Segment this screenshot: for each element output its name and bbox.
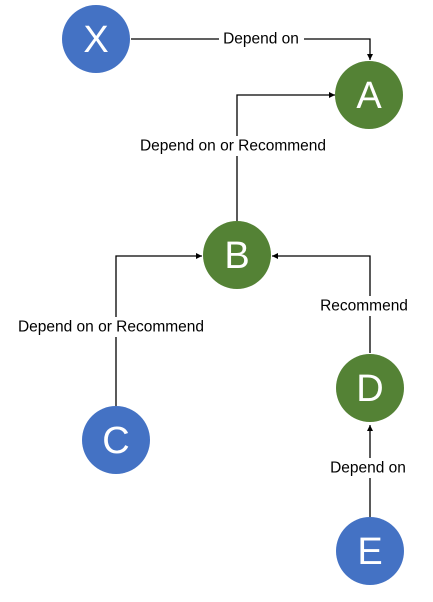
- edge-x-to-a-line: [131, 38, 373, 60]
- edge-b-to-a-line: [236, 92, 335, 221]
- node-e-label: E: [357, 531, 382, 573]
- edge-c-to-b-label-bg: [7, 317, 215, 337]
- edge-d-to-b-label: Recommend: [320, 298, 408, 315]
- edge-e-to-d-label-bg: [324, 458, 412, 478]
- edge-e-to-d-label: Depend on: [330, 460, 406, 477]
- node-c: C: [82, 406, 150, 474]
- node-d-label: D: [356, 368, 383, 410]
- node-a-label: A: [356, 75, 382, 117]
- node-a: A: [335, 61, 403, 129]
- edge-d-to-b: Recommend: [272, 253, 414, 353]
- node-b-label: B: [224, 235, 249, 277]
- node-e: E: [336, 517, 404, 585]
- edge-c-to-b-line: [115, 253, 202, 406]
- edge-d-to-b-label-bg: [314, 296, 414, 316]
- node-x-label: X: [83, 19, 108, 61]
- edge-x-to-a: Depend on: [131, 30, 373, 60]
- edge-x-to-a-label-bg: [219, 30, 304, 48]
- node-d-circle: [336, 354, 404, 422]
- edge-d-to-b-line: [272, 253, 371, 353]
- edge-b-to-a-label: Depend on or Recommend: [140, 138, 326, 155]
- node-a-circle: [335, 61, 403, 129]
- edge-c-to-b-label: Depend on or Recommend: [18, 319, 204, 336]
- edge-b-to-a: Depend on or Recommend: [129, 92, 337, 221]
- node-c-circle: [82, 406, 150, 474]
- node-x: X: [62, 5, 130, 73]
- edge-e-to-d: Depend on: [324, 425, 412, 517]
- edge-c-to-b: Depend on or Recommend: [7, 253, 215, 406]
- node-d: D: [336, 354, 404, 422]
- node-x-circle: [62, 5, 130, 73]
- node-c-label: C: [102, 420, 129, 462]
- edge-b-to-a-label-bg: [129, 136, 337, 156]
- node-b: B: [203, 221, 271, 289]
- node-b-circle: [203, 221, 271, 289]
- edge-x-to-a-label: Depend on: [223, 31, 299, 48]
- node-e-circle: [336, 517, 404, 585]
